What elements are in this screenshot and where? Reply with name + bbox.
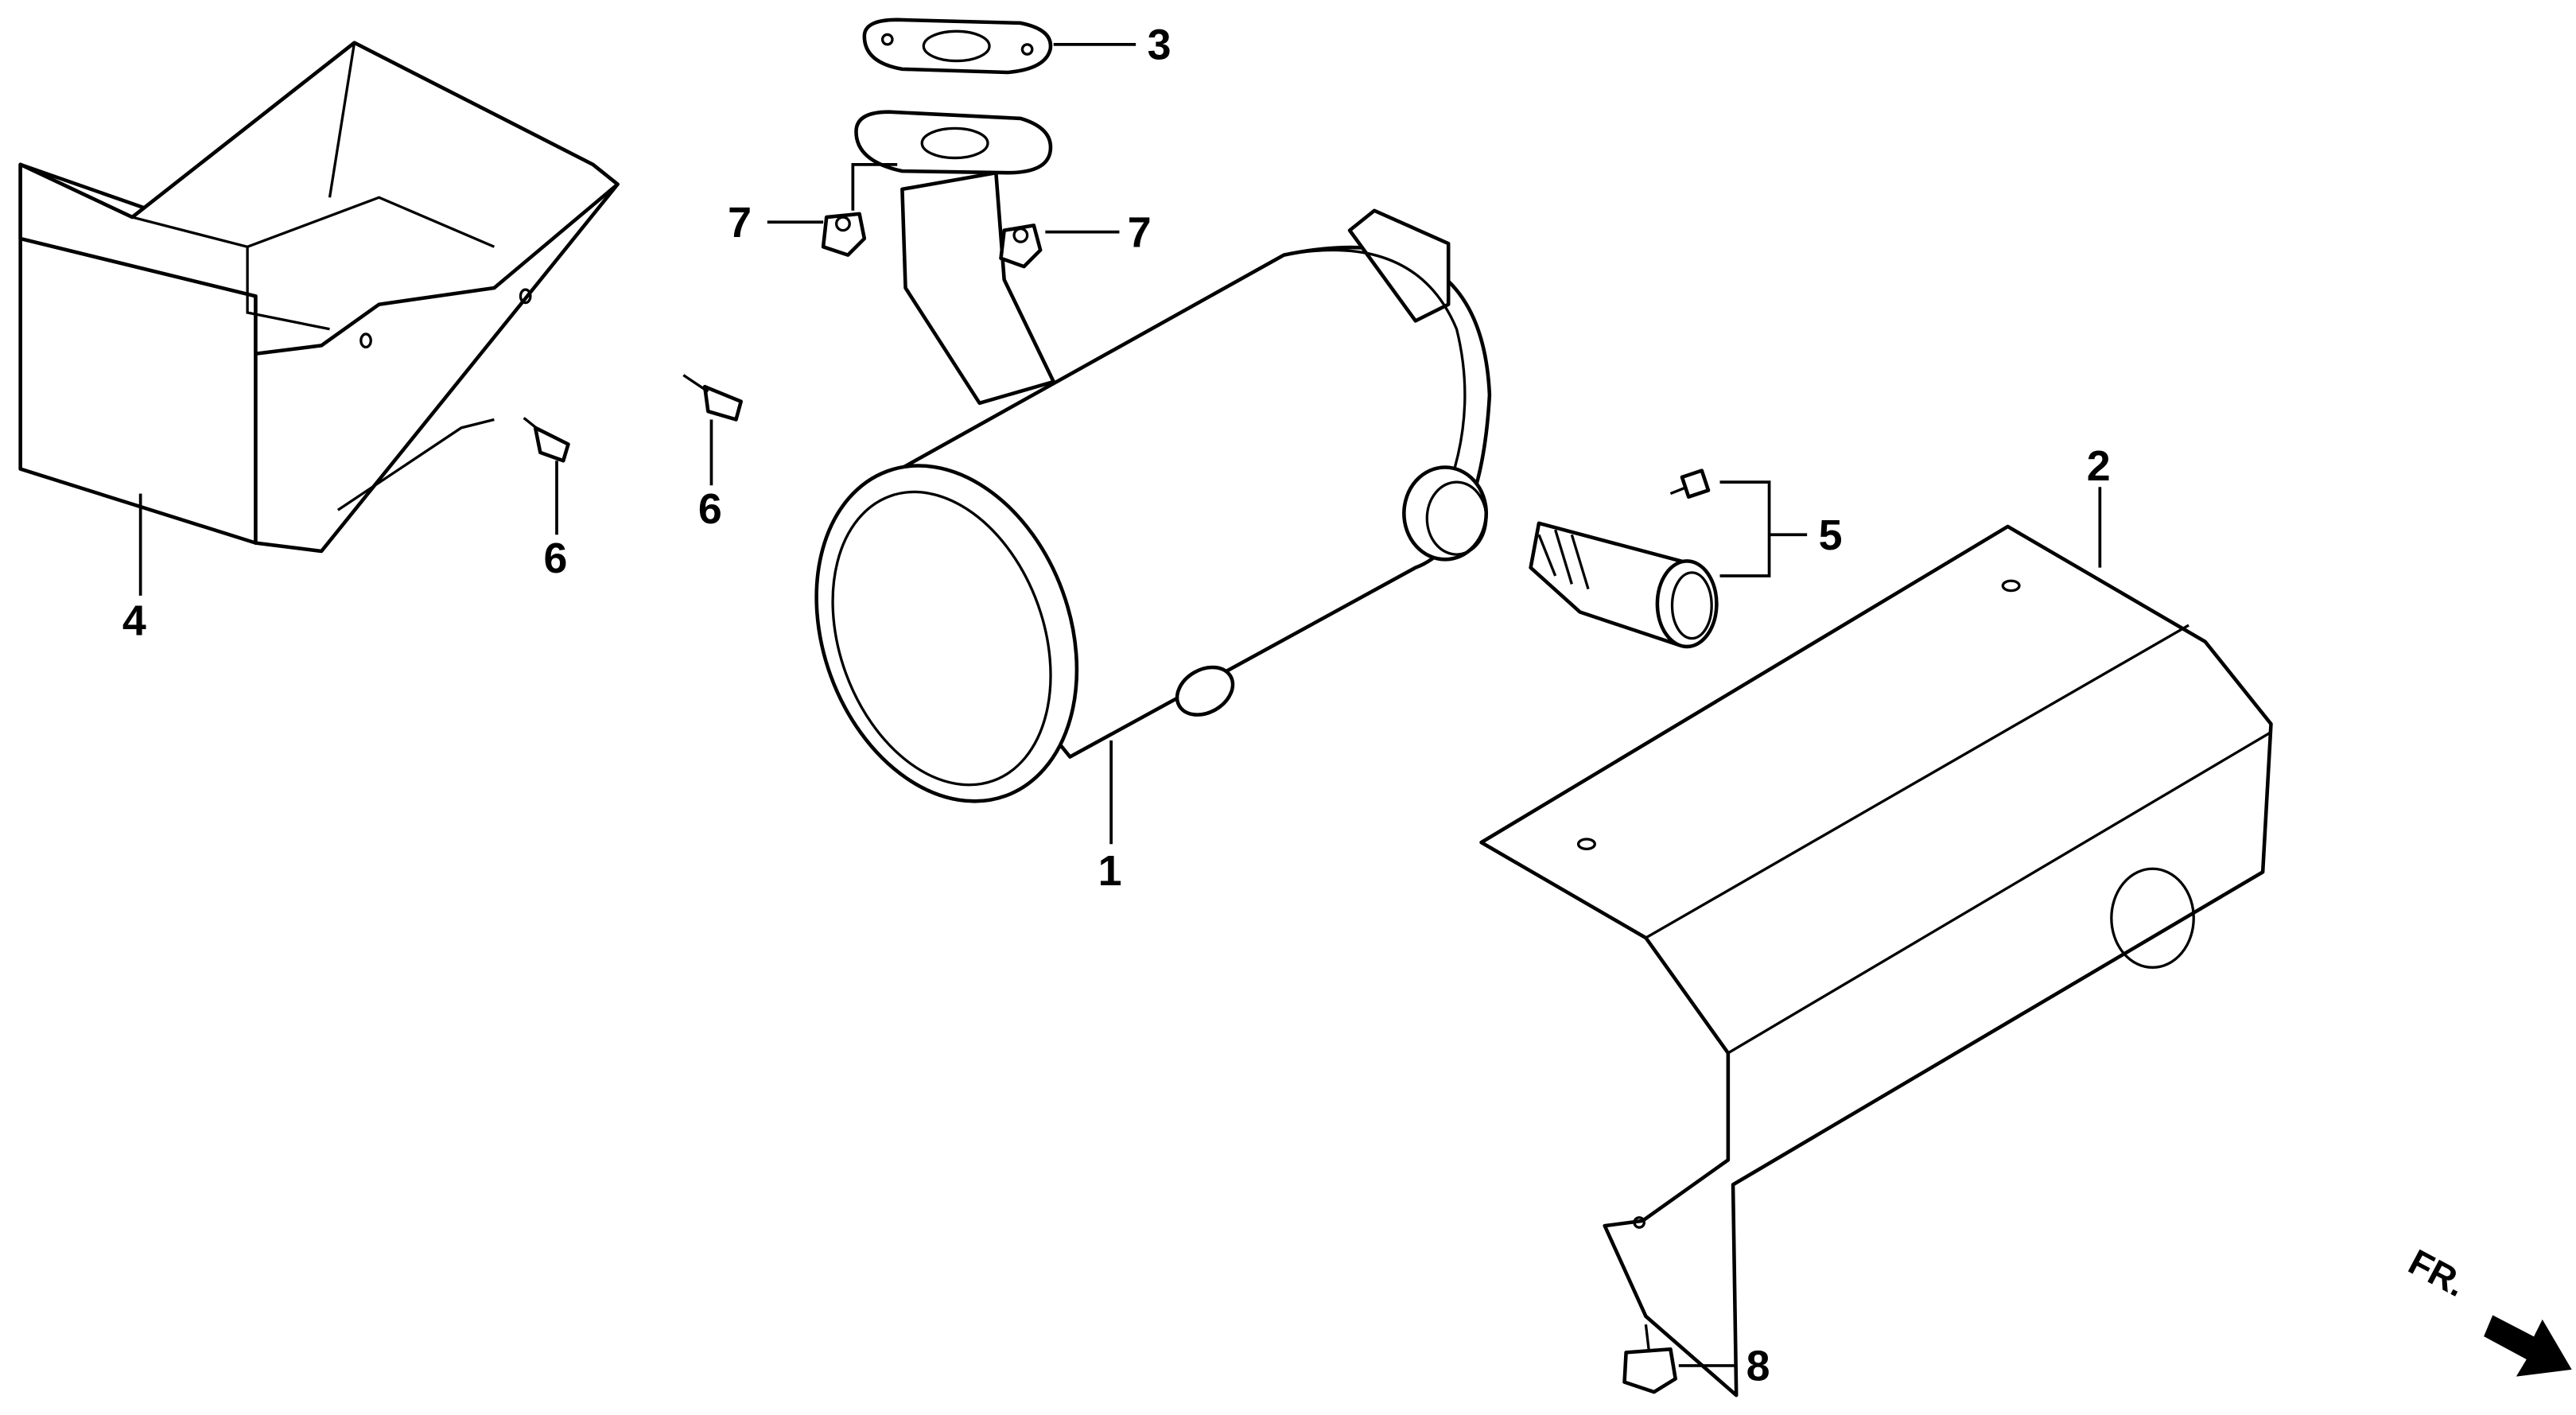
nut-7-right xyxy=(999,224,1043,269)
nut-7-left xyxy=(821,212,867,257)
callout-5: 5 xyxy=(1819,511,1843,559)
exhaust-pipe-part xyxy=(854,110,1055,406)
callout-3: 3 xyxy=(1148,21,1171,68)
callout-4: 4 xyxy=(122,597,146,644)
spark-arrester-part xyxy=(1529,468,1719,649)
front-direction-indicator: FR. xyxy=(2402,1242,2572,1377)
callout-7-right: 7 xyxy=(1128,208,1152,256)
callout-1: 1 xyxy=(1098,847,1122,895)
bolt-8 xyxy=(1622,1324,1677,1394)
heat-shield-part xyxy=(1479,524,2273,1398)
muffler-cover-part xyxy=(18,41,620,554)
callout-8: 8 xyxy=(1746,1343,1770,1390)
leader-lines xyxy=(138,42,2102,1367)
callout-6-left: 6 xyxy=(543,535,567,582)
callout-7-left: 7 xyxy=(728,199,752,247)
callout-6-middle: 6 xyxy=(698,485,722,533)
gasket-part xyxy=(862,17,1053,75)
bolt-6-left xyxy=(523,417,570,463)
callout-2: 2 xyxy=(2087,442,2111,490)
front-direction-label: FR. xyxy=(2402,1242,2473,1304)
muffler-part xyxy=(814,208,1492,803)
bolt-6-middle xyxy=(682,374,743,422)
front-arrow-icon xyxy=(2484,1315,2572,1377)
